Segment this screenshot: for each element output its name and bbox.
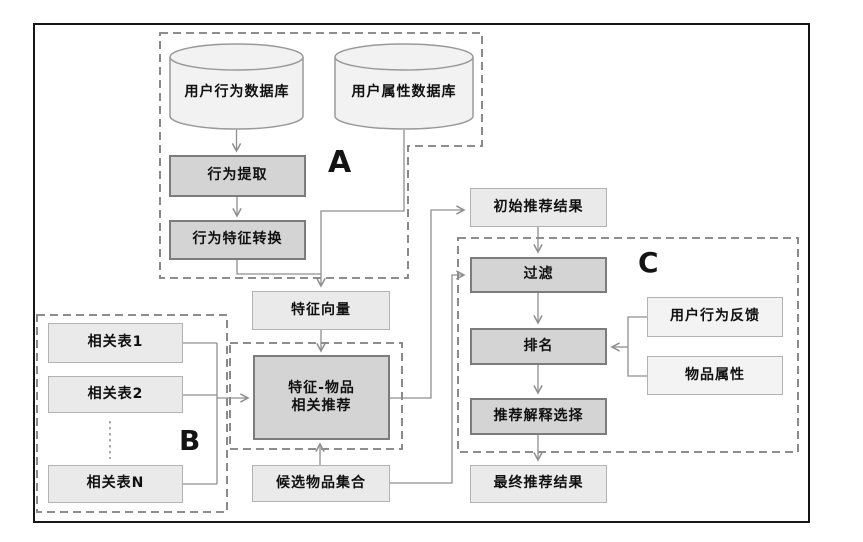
node-final-result: 最终推荐结果 xyxy=(470,465,607,503)
node-initial-result: 初始推荐结果 xyxy=(470,188,607,227)
node-related-table-n: 相关表N xyxy=(48,465,183,503)
node-explain-select: 推荐解释选择 xyxy=(470,398,607,435)
group-a-outline xyxy=(159,32,483,279)
node-related-table-1: 相关表1 xyxy=(48,323,183,363)
edge-attrdb-to-featurevector xyxy=(316,130,405,288)
user-attribute-database-cylinder xyxy=(334,43,474,130)
node-user-behavior-db: 用户行为数据库 xyxy=(184,84,290,100)
node-related-table-2: 相关表2 xyxy=(48,376,183,413)
group-b-label: B xyxy=(179,424,201,457)
node-candidate-items: 候选物品集合 xyxy=(252,465,390,502)
node-feature-item-line1: 特征-物品 xyxy=(288,380,355,396)
edge-convert-merge xyxy=(236,260,321,275)
node-feature-vector: 特征向量 xyxy=(252,291,390,330)
node-feature-item-recommend: 特征-物品 相关推荐 xyxy=(253,355,390,440)
node-user-attribute-db: 用户属性数据库 xyxy=(351,84,457,100)
edge-core-to-initialresult xyxy=(390,205,466,399)
node-ranking: 排名 xyxy=(470,328,607,365)
outer-border xyxy=(33,23,810,523)
node-item-attributes: 物品属性 xyxy=(647,356,783,395)
node-behavior-extract: 行为提取 xyxy=(169,155,306,197)
edge-candidates-to-filter xyxy=(390,270,466,484)
node-feature-item-line2: 相关推荐 xyxy=(291,397,352,414)
user-behavior-database-cylinder xyxy=(169,43,304,130)
group-c-outline xyxy=(457,237,799,453)
group-a-label: A xyxy=(328,145,352,180)
edge-feedback-bracket xyxy=(627,316,647,377)
node-filter: 过滤 xyxy=(470,257,607,293)
group-c-label: C xyxy=(638,246,659,279)
node-user-feedback: 用户行为反馈 xyxy=(647,297,783,337)
node-behavior-feature-convert: 行为特征转换 xyxy=(169,220,306,260)
group-b-outline xyxy=(36,314,228,513)
